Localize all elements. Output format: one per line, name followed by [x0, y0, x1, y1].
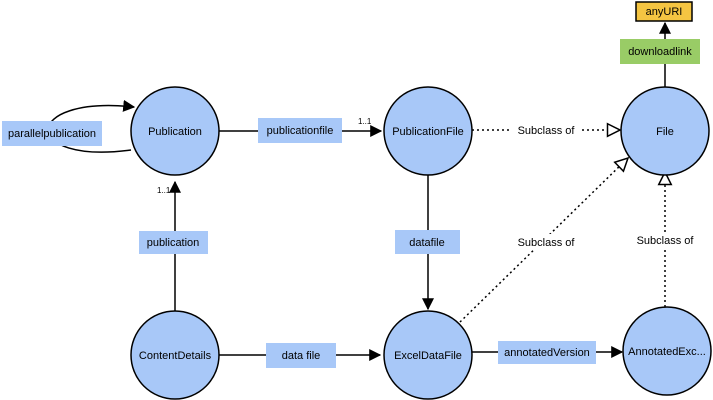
class-node-publicationfile[interactable]: PublicationFile — [383, 86, 473, 176]
edge-subclass-excel-file — [459, 158, 628, 323]
property-label-parallelpublication: parallelpublication — [8, 128, 96, 140]
property-datafile[interactable]: datafile — [395, 230, 460, 254]
class-node-publication[interactable]: Publication — [130, 86, 220, 176]
class-label-contentdetails: ContentDetails — [139, 350, 212, 362]
class-label-file: File — [656, 126, 674, 138]
subclass-label-annotated-file: Subclass of — [631, 232, 699, 248]
property-label-data-file: data file — [282, 350, 321, 362]
property-label-downloadlink: downloadlink — [628, 46, 692, 58]
property-label-datafile: datafile — [409, 237, 444, 249]
cardinality-publicationfile: 1..1 — [358, 117, 372, 126]
cardinality-publication: 1..1 — [157, 186, 171, 195]
property-publication[interactable]: publication — [139, 231, 208, 254]
subclass-label-pubfile-file: Subclass of — [512, 122, 580, 138]
datatype-label-anyuri: anyURI — [646, 6, 683, 18]
class-label-publicationfile: PublicationFile — [392, 126, 464, 138]
datatype-property-downloadlink[interactable]: downloadlink — [620, 39, 700, 64]
property-parallelpublication[interactable]: parallelpublication — [2, 121, 102, 146]
property-label-annotatedversion: annotatedVersion — [504, 347, 590, 359]
property-annotatedversion[interactable]: annotatedVersion — [498, 341, 596, 364]
class-node-exceldatafile[interactable]: ExcelDataFile — [383, 310, 473, 400]
class-label-exceldatafile: ExcelDataFile — [394, 350, 462, 362]
class-node-contentdetails[interactable]: ContentDetails — [130, 310, 220, 400]
subclass-label-excel-file: Subclass of — [512, 234, 580, 250]
property-label-publicationfile: publicationfile — [267, 125, 334, 137]
property-data-file[interactable]: data file — [266, 343, 336, 368]
svg-text:Subclass of: Subclass of — [518, 237, 576, 249]
class-label-annotatedexcel: AnnotatedExc... — [628, 346, 706, 358]
svg-text:Subclass of: Subclass of — [637, 235, 695, 247]
class-node-file[interactable]: File — [620, 86, 710, 176]
class-label-publication: Publication — [148, 126, 202, 138]
datatype-anyuri[interactable]: anyURI — [635, 1, 693, 22]
property-publicationfile[interactable]: publicationfile — [258, 118, 342, 143]
svg-text:Subclass of: Subclass of — [518, 125, 576, 137]
property-label-publication: publication — [147, 237, 200, 249]
class-node-annotatedexcel[interactable]: AnnotatedExc... — [622, 306, 712, 396]
